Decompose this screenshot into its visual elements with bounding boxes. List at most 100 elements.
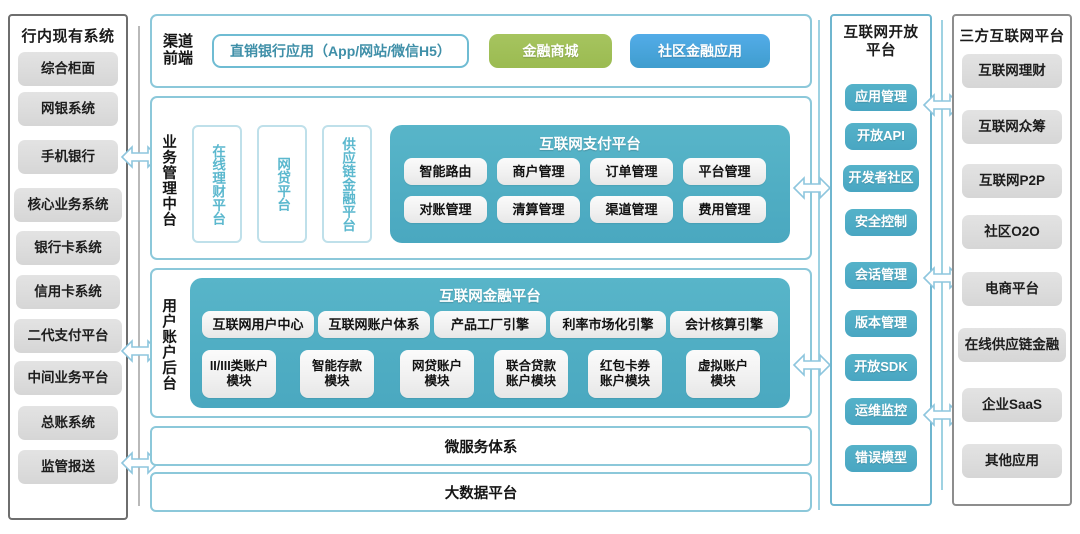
item-label: 应用管理 — [854, 89, 907, 105]
engine-label: 利率市场化引擎 — [562, 316, 654, 332]
module-label: 智能路由 — [419, 163, 472, 179]
third-party-item-0[interactable]: 互联网理财 — [962, 54, 1062, 88]
item-label: 核心业务系统 — [27, 197, 109, 213]
payment-module-merchant-mgmt[interactable]: 商户管理 — [497, 158, 580, 185]
item-label: 在线供应链金融 — [964, 337, 1060, 353]
account-module-smart-deposit[interactable]: 智能存款模块 — [300, 350, 374, 398]
finance-engine-accounting[interactable]: 会计核算引擎 — [670, 311, 778, 338]
item-label: 电商平台 — [985, 281, 1039, 297]
payment-module-reconciliation[interactable]: 对账管理 — [404, 196, 487, 223]
third-party-item-1[interactable]: 互联网众筹 — [962, 110, 1062, 144]
third-party-item-5[interactable]: 在线供应链金融 — [958, 328, 1066, 362]
payment-module-fee-mgmt[interactable]: 费用管理 — [683, 196, 766, 223]
item-label: 互联网P2P — [978, 173, 1046, 189]
platform-card-online-wealth[interactable]: 在线理财平台 — [192, 125, 242, 243]
account-module-class-2-3[interactable]: II/III类账户模块 — [202, 350, 276, 398]
account-module-label: 智能存款模块 — [311, 359, 362, 388]
open-platform-item-7[interactable]: 运维监控 — [845, 398, 917, 425]
item-label: 开放API — [857, 128, 905, 144]
existing-system-item-4[interactable]: 银行卡系统 — [16, 231, 120, 265]
payment-module-smart-routing[interactable]: 智能路由 — [404, 158, 487, 185]
existing-system-item-6[interactable]: 二代支付平台 — [14, 319, 122, 353]
item-label: 错误模型 — [854, 450, 907, 466]
existing-system-item-0[interactable]: 综合柜面 — [18, 52, 118, 86]
item-label: 社区O2O — [984, 224, 1040, 240]
business-midplatform-label-text: 业务管理中台 — [160, 133, 177, 227]
item-label: 其他应用 — [985, 453, 1039, 469]
module-label: 清算管理 — [512, 201, 565, 217]
foundation-bar-microservice[interactable]: 微服务体系 — [150, 426, 812, 466]
existing-system-item-3[interactable]: 核心业务系统 — [14, 188, 122, 222]
payment-platform-title: 互联网支付平台 — [539, 137, 641, 153]
existing-systems-panel: 行内现有系统 — [8, 14, 128, 520]
payment-module-channel-mgmt[interactable]: 渠道管理 — [590, 196, 673, 223]
third-party-item-7[interactable]: 其他应用 — [962, 444, 1062, 478]
existing-system-item-1[interactable]: 网银系统 — [18, 92, 118, 126]
third-party-item-2[interactable]: 互联网P2P — [962, 164, 1062, 198]
third-party-item-4[interactable]: 电商平台 — [962, 272, 1062, 306]
platform-card-supply-chain-finance[interactable]: 供应链金融平台 — [322, 125, 372, 243]
item-label: 开发者社区 — [848, 170, 914, 186]
account-module-coupon[interactable]: 红包卡券账户模块 — [588, 350, 662, 398]
foundation-bar-label: 微服务体系 — [444, 439, 518, 456]
item-label: 互联网众筹 — [978, 119, 1046, 135]
platform-card-online-lending[interactable]: 网贷平台 — [257, 125, 307, 243]
third-party-item-3[interactable]: 社区O2O — [962, 215, 1062, 249]
channel-button-financial-mall[interactable]: 金融商城 — [489, 34, 612, 68]
open-platform-item-8[interactable]: 错误模型 — [845, 445, 917, 472]
item-label: 银行卡系统 — [34, 240, 102, 256]
account-module-label: II/III类账户模块 — [209, 359, 269, 388]
item-label: 会话管理 — [854, 267, 907, 283]
third-party-item-6[interactable]: 企业SaaS — [962, 388, 1062, 422]
item-label: 总账系统 — [41, 415, 95, 431]
item-label: 综合柜面 — [41, 61, 95, 77]
channel-frontend-label: 渠道前端 — [162, 33, 193, 67]
payment-module-settlement[interactable]: 清算管理 — [497, 196, 580, 223]
payment-module-platform-mgmt[interactable]: 平台管理 — [683, 158, 766, 185]
business-midplatform-label: 业务管理中台 — [155, 110, 181, 250]
connector-arrow-mid-1 — [792, 173, 832, 203]
platform-card-label: 供应链金融平台 — [340, 136, 356, 232]
third-party-platform-title: 三方互联网平台 — [959, 29, 1065, 45]
open-platform-item-0[interactable]: 应用管理 — [845, 84, 917, 111]
payment-module-order-mgmt[interactable]: 订单管理 — [590, 158, 673, 185]
engine-label: 互联网用户中心 — [212, 316, 304, 332]
finance-engine-product-factory[interactable]: 产品工厂引擎 — [434, 311, 546, 338]
channel-button-direct-bank[interactable]: 直销银行应用（App/网站/微信H5） — [212, 34, 469, 68]
open-platform-item-2[interactable]: 开发者社区 — [843, 165, 919, 192]
finance-engine-interest-rate[interactable]: 利率市场化引擎 — [550, 311, 666, 338]
existing-system-item-2[interactable]: 手机银行 — [18, 140, 118, 174]
open-platform-item-6[interactable]: 开放SDK — [845, 354, 917, 381]
item-label: 手机银行 — [41, 149, 95, 165]
existing-system-item-7[interactable]: 中间业务平台 — [14, 361, 122, 395]
account-module-label: 红包卡券账户模块 — [599, 359, 650, 388]
finance-engine-user-center[interactable]: 互联网用户中心 — [202, 311, 314, 338]
item-label: 安全控制 — [854, 214, 907, 230]
module-label: 订单管理 — [605, 163, 658, 179]
existing-system-item-8[interactable]: 总账系统 — [18, 406, 118, 440]
account-module-joint-loan[interactable]: 联合贷款账户模块 — [494, 350, 568, 398]
item-label: 网银系统 — [41, 101, 95, 117]
user-account-backend-label-text: 用户账户后台 — [160, 297, 177, 391]
existing-system-item-9[interactable]: 监管报送 — [18, 450, 118, 484]
module-label: 平台管理 — [698, 163, 751, 179]
account-module-online-loan[interactable]: 网贷账户模块 — [400, 350, 474, 398]
engine-label: 互联网账户体系 — [328, 316, 420, 332]
open-platform-item-5[interactable]: 版本管理 — [845, 310, 917, 337]
existing-system-item-5[interactable]: 信用卡系统 — [16, 275, 120, 309]
open-platform-item-4[interactable]: 会话管理 — [845, 262, 917, 289]
engine-label: 会计核算引擎 — [684, 316, 763, 332]
third-party-platform-panel: 三方互联网平台 — [952, 14, 1072, 506]
module-label: 费用管理 — [698, 201, 751, 217]
account-module-virtual-account[interactable]: 虚拟账户模块 — [686, 350, 760, 398]
foundation-bar-bigdata[interactable]: 大数据平台 — [150, 472, 812, 512]
channel-button-label: 直销银行应用（App/网站/微信H5） — [230, 42, 451, 59]
item-label: 监管报送 — [41, 459, 95, 475]
finance-engine-account-system[interactable]: 互联网账户体系 — [318, 311, 430, 338]
open-platform-item-1[interactable]: 开放API — [845, 123, 917, 150]
divider-middle-right — [818, 20, 820, 510]
open-platform-item-3[interactable]: 安全控制 — [845, 209, 917, 236]
connector-arrow-mid-2 — [792, 350, 832, 380]
channel-button-label: 金融商城 — [522, 42, 579, 59]
channel-button-community-finance[interactable]: 社区金融应用 — [630, 34, 770, 68]
